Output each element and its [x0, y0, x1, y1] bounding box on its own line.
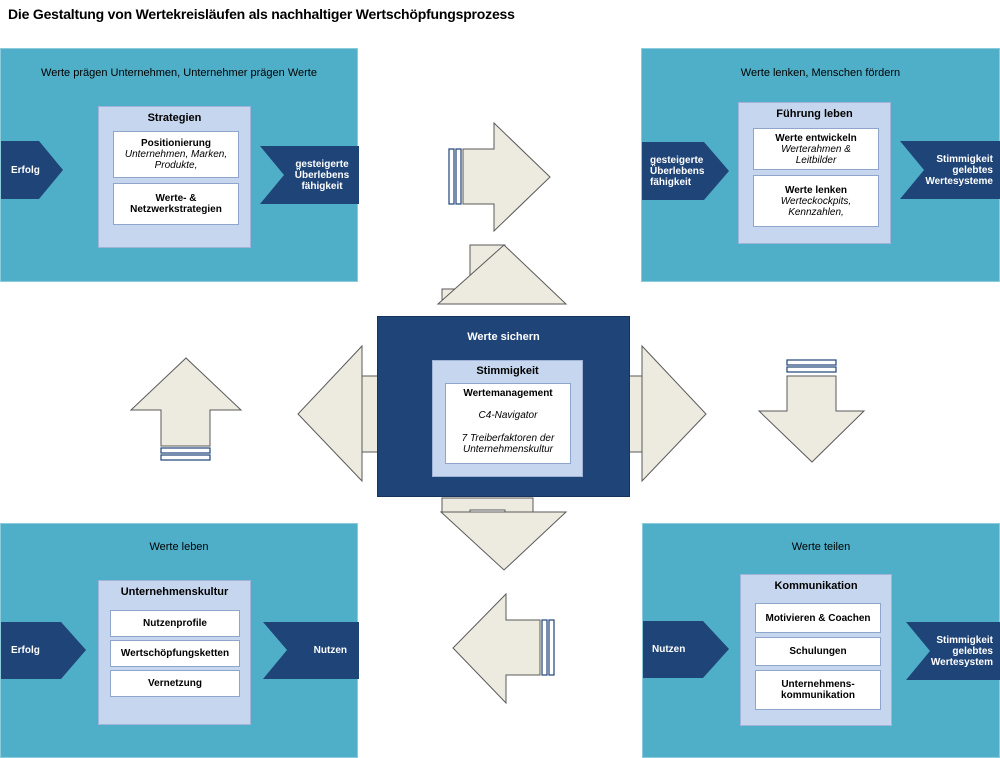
card-title: Schulungen	[789, 646, 847, 657]
card-title: Vernetzung	[148, 678, 202, 689]
card-title: Werte entwickeln	[775, 132, 857, 144]
quadrant-heading: Werte leben	[149, 541, 209, 553]
down-arrow-head	[439, 511, 568, 571]
stripe	[160, 447, 211, 454]
card-werte-lenken: Werte lenken Werteckockpits, Kennzahlen,	[753, 175, 879, 227]
stripe	[786, 366, 837, 373]
stripe	[786, 359, 837, 366]
down-arrow	[441, 497, 534, 513]
card-title: Nutzenprofile	[143, 618, 207, 629]
quadrant-bottom-left: Werte leben Unternehmenskultur Nutzenpro…	[0, 523, 359, 758]
tag-label: Nutzen	[313, 645, 347, 656]
tag-label: gesteigerte Überlebens fähigkeit	[294, 158, 350, 192]
tag-nutzen: Nutzen	[263, 622, 359, 679]
stripe	[160, 454, 211, 461]
tag-gesteigerte: gesteigerte Überlebens fähigkeit	[260, 146, 359, 204]
card-subtitle: Unternehmen, Marken, Produkte,	[124, 149, 228, 171]
card-line: C4-Navigator	[478, 410, 538, 421]
tag-label: Erfolg	[11, 645, 40, 656]
card-title: Werte lenken	[784, 184, 848, 196]
stimmigkeit-box: Stimmigkeit Wertemanagement C4-Navigator…	[432, 360, 583, 477]
tag-label: Erfolg	[11, 164, 40, 176]
tag-erfolg: Erfolg	[1, 622, 86, 679]
card-schulungen: Schulungen	[755, 637, 881, 666]
card-title: Unternehmens- kommunikation	[781, 679, 855, 701]
tag-label: Stimmigkeit gelebtes Wertesystem	[930, 634, 993, 668]
card-unternehmenskommunikation: Unternehmens- kommunikation	[755, 670, 881, 710]
strategy-box: Strategien Positionierung Unternehmen, M…	[98, 106, 251, 248]
stripe	[455, 148, 462, 205]
box-title: Führung leben	[776, 108, 853, 120]
arrow-up-left	[129, 357, 243, 447]
arrow-left-bottom	[452, 592, 541, 705]
box-title: Strategien	[147, 112, 202, 124]
box-title: Kommunikation	[774, 580, 858, 592]
quadrant-bottom-right: Werte teilen Kommunikation Motivieren & …	[642, 523, 1000, 758]
tag-label: Stimmigkeit gelebtes Wertesysteme	[925, 153, 993, 187]
stripe	[448, 148, 455, 205]
page-title: Die Gestaltung von Wertekreisläufen als …	[8, 6, 515, 22]
tag-gesteigerte: gesteigerte Überlebens fähigkeit	[642, 142, 729, 200]
card-positioning: Positionierung Unternehmen, Marken, Prod…	[113, 131, 239, 178]
leadership-box: Führung leben Werte entwickeln Werterahm…	[738, 102, 891, 244]
card-title: Wertemanagement	[463, 388, 553, 399]
card-wertemanagement: Wertemanagement C4-Navigator 7 Treiberfa…	[445, 383, 571, 464]
card-network-strategies: Werte- & Netzwerkstrategien	[113, 183, 239, 225]
right-arrow-head	[641, 344, 707, 483]
arrow-down-right	[757, 375, 866, 463]
card-subtitle: Werterahmen & Leitbilder	[781, 143, 851, 166]
card-line: 7 Treiberfaktoren der Unternehmenskultur	[461, 433, 555, 455]
card-title: Werte- & Netzwerkstrategien	[130, 193, 222, 215]
quadrant-top-left: Werte prägen Unternehmen, Unternehmer pr…	[0, 48, 359, 282]
box-title: Unternehmenskultur	[120, 586, 229, 598]
quadrant-heading: Werte prägen Unternehmen, Unternehmer pr…	[41, 67, 317, 79]
up-arrow-head	[436, 244, 568, 305]
tag-stimmigkeit: Stimmigkeit gelebtes Wertesysteme	[900, 141, 1000, 199]
card-title: Positionierung	[141, 138, 211, 149]
box-title: Stimmigkeit	[476, 365, 539, 377]
tag-stimmigkeit: Stimmigkeit gelebtes Wertesystem	[906, 622, 1000, 680]
tag-erfolg: Erfolg	[1, 141, 63, 199]
culture-box: Unternehmenskultur Nutzenprofile Wertsch…	[98, 580, 251, 725]
center-heading: Werte sichern	[467, 331, 540, 343]
card-wertschoepfungsketten: Wertschöpfungsketten	[110, 640, 240, 667]
card-nutzenprofile: Nutzenprofile	[110, 610, 240, 637]
card-title: Motivieren & Coachen	[765, 612, 871, 624]
card-title: Wertschöpfungsketten	[120, 648, 230, 659]
card-motivieren: Motivieren & Coachen	[755, 603, 881, 633]
center-box: Werte sichern Stimmigkeit Wertemanagemen…	[377, 316, 630, 497]
stripe	[548, 619, 555, 676]
tag-label: gesteigerte Überlebens fähigkeit	[650, 154, 705, 188]
stripe	[541, 619, 548, 676]
quadrant-heading: Werte lenken, Menschen fördern	[740, 67, 901, 79]
left-arrow-head	[297, 344, 363, 483]
card-vernetzung: Vernetzung	[110, 670, 240, 697]
card-subtitle: Werteckockpits, Kennzahlen,	[780, 195, 852, 218]
tag-nutzen: Nutzen	[643, 621, 729, 678]
quadrant-top-right: Werte lenken, Menschen fördern Führung l…	[641, 48, 1000, 282]
card-werte-entwickeln: Werte entwickeln Werterahmen & Leitbilde…	[753, 128, 879, 170]
quadrant-heading: Werte teilen	[791, 541, 851, 553]
right-arrow-body	[628, 375, 643, 453]
tag-label: Nutzen	[652, 644, 686, 655]
arrow-right-top	[462, 121, 551, 233]
left-arrow-body	[361, 375, 379, 453]
communication-box: Kommunikation Motivieren & Coachen Schul…	[740, 574, 892, 726]
